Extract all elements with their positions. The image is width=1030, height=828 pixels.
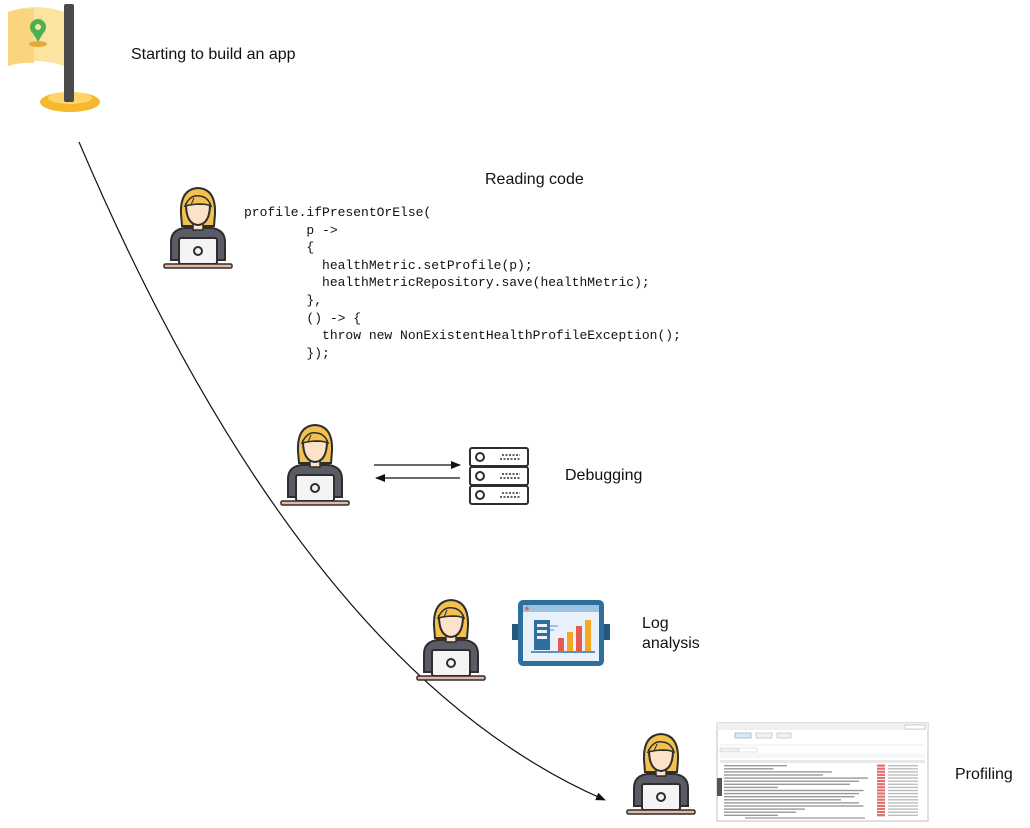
profiler-row-bar	[877, 811, 885, 814]
profiler-row-value	[888, 796, 918, 798]
developer-icon	[416, 599, 486, 681]
profiler-row-bar	[877, 801, 885, 804]
profiler-row-value	[888, 777, 918, 779]
profiler-row	[724, 765, 787, 767]
profiler-row-value	[888, 805, 918, 807]
code-snippet: profile.ifPresentOrElse( p -> { healthMe…	[244, 204, 681, 362]
stage-label-reading: Reading code	[485, 171, 584, 188]
profiler-row-value	[888, 808, 918, 810]
profiler-row-value	[888, 783, 918, 785]
profiler-row	[724, 814, 778, 816]
profiler-row-bar	[877, 792, 885, 795]
profiler-row-bar	[877, 764, 885, 767]
code-line: });	[244, 345, 330, 361]
profiler-row-value	[888, 774, 918, 776]
profiler-row-bar	[877, 767, 885, 770]
profiler-row-bar	[877, 773, 885, 776]
profiler-row-value	[888, 780, 918, 782]
profiler-row-bar	[877, 789, 885, 792]
profiler-row	[724, 792, 859, 795]
profiler-row-bar	[877, 786, 885, 789]
profiler-row-value	[888, 765, 918, 767]
code-line: profile.ifPresentOrElse(	[244, 205, 432, 220]
dashboard-icon	[512, 600, 610, 666]
profiler-row	[724, 808, 805, 810]
code-line: {	[244, 240, 315, 256]
profiler-row	[724, 774, 823, 776]
profiler-row-value	[888, 789, 918, 792]
server-icon	[469, 447, 529, 505]
profiler-row-bar	[877, 804, 885, 807]
stage-label-log-line1: Log	[642, 615, 669, 632]
profiler-row	[724, 783, 850, 785]
profiler-row	[724, 768, 774, 770]
developer-icon	[626, 733, 696, 815]
profiler-row-bar	[877, 798, 885, 801]
profiler-row	[724, 771, 832, 773]
profiler-row	[724, 796, 855, 798]
profiler-row-bar	[877, 776, 885, 780]
code-line: p ->	[244, 222, 338, 238]
code-line: throw new NonExistentHealthProfileExcept…	[244, 328, 681, 344]
profiler-row-bar	[877, 807, 885, 811]
profiler-row	[724, 777, 868, 779]
profiler-row-value	[888, 811, 918, 813]
profiler-row-value	[888, 799, 918, 801]
code-line: healthMetricRepository.save(healthMetric…	[244, 275, 650, 291]
stage-label-log-line2: analysis	[642, 635, 700, 652]
code-line: healthMetric.setProfile(p);	[244, 257, 533, 273]
profiler-row	[724, 786, 778, 789]
developer-icon	[280, 424, 350, 506]
profiler-row-bar	[877, 780, 885, 783]
profiler-row	[724, 811, 796, 813]
stage-label-profiling: Profiling	[955, 766, 1013, 783]
profiler-row-bar	[877, 814, 885, 817]
stage-label-start: Starting to build an app	[131, 46, 296, 63]
stage-label-debugging: Debugging	[565, 467, 643, 484]
profiler-row-value	[888, 792, 918, 795]
profiler-row	[724, 780, 859, 782]
profiler-window	[716, 722, 929, 822]
profiler-row-bar	[877, 770, 885, 773]
profiler-row	[724, 805, 864, 807]
profiler-row-bar	[877, 783, 885, 786]
profiler-row	[724, 789, 864, 792]
profiler-row-value	[888, 768, 918, 770]
flag-icon	[8, 4, 100, 112]
code-line: },	[244, 292, 323, 308]
developer-icon	[163, 187, 233, 269]
profiler-row-value	[888, 771, 918, 773]
profiler-row-value	[888, 786, 918, 789]
profiler-row-bar	[877, 795, 885, 798]
timeline-arrow	[78, 141, 606, 801]
profiler-row	[724, 802, 859, 804]
profiler-row-value	[888, 802, 918, 804]
profiler-row-value	[888, 814, 918, 816]
profiler-row	[724, 799, 841, 801]
code-line: () -> {	[244, 310, 362, 326]
